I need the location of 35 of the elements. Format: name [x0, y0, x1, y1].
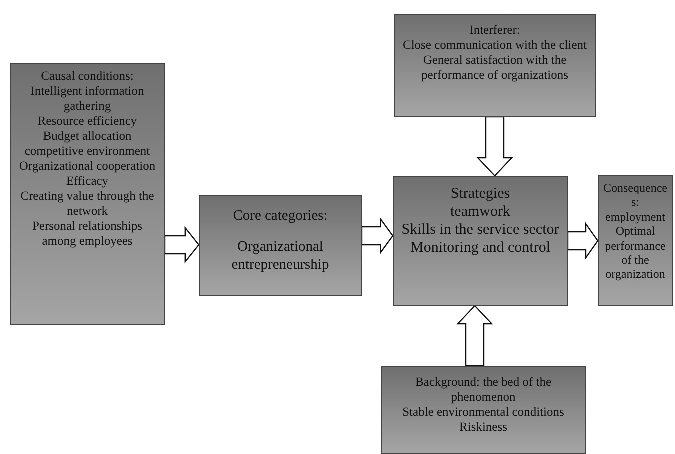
box-heading: Background: the bed of the phenomenon	[414, 375, 553, 405]
box-text: Organizational entrepreneurship	[230, 239, 330, 274]
box-text: Stable environmental conditions	[402, 405, 564, 420]
box-heading: Consequences:	[602, 181, 668, 210]
box-text: teamwork	[450, 203, 510, 221]
box-text: Creating value through the network	[20, 189, 156, 219]
box-text: Intelligent information gathering	[30, 84, 146, 114]
box-text: Monitoring and control	[410, 239, 550, 257]
box-text: Riskiness	[460, 420, 508, 435]
box-heading: Strategies	[450, 185, 510, 203]
block-arrow	[476, 116, 514, 177]
box-heading: Causal conditions:	[41, 69, 134, 84]
process-box	[598, 175, 673, 306]
process-box	[199, 195, 362, 296]
box-text: Organizational cooperation	[19, 159, 156, 174]
process-box	[393, 176, 568, 306]
box-heading: Interferer:	[470, 23, 520, 38]
process-box	[10, 63, 165, 325]
box-text: General satisfaction with the performance of organizations	[420, 53, 570, 83]
box-text: Resource efficiency	[38, 114, 138, 129]
box-text: Personal relationships among employees	[31, 219, 144, 249]
box-text: Efficacy	[66, 174, 109, 189]
process-box	[381, 366, 586, 454]
box-text: competitive environment	[24, 144, 150, 159]
box-text: employment	[606, 210, 666, 224]
box-text: Optimal performance of the organization	[604, 224, 667, 282]
box-text: Budget allocation	[43, 129, 132, 144]
box-text: Close communication with the client	[403, 38, 587, 53]
block-arrow	[567, 222, 599, 260]
block-arrow	[456, 305, 494, 367]
box-heading: Core categories:	[233, 208, 328, 226]
block-arrow	[361, 217, 394, 255]
block-arrow	[164, 226, 200, 264]
process-box	[394, 14, 596, 117]
box-text: Skills in the service sector	[402, 221, 560, 239]
